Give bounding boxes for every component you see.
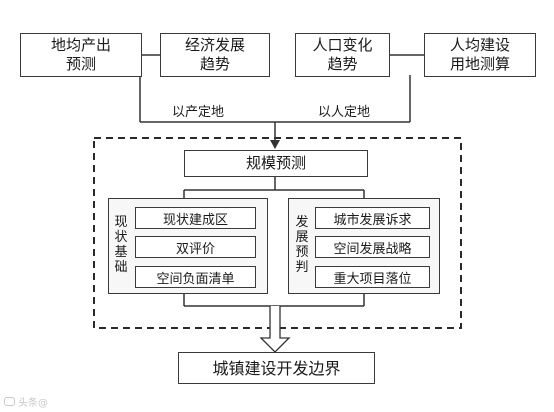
scale-forecast-box: 规模预测 — [184, 150, 368, 177]
input-box-economic-trend: 经济发展 趋势 — [160, 33, 270, 77]
watermark-text: 头条@ — [18, 398, 48, 409]
edge-label-right: 以人定地 — [318, 105, 371, 120]
basis-item-negative-list: 空间负面清单 — [135, 266, 256, 288]
basis-item-double-evaluation: 双评价 — [135, 236, 256, 258]
development-forecast-label: 发 展 预 判 — [295, 215, 309, 275]
basis-item-built-up: 现状建成区 — [135, 207, 256, 229]
dashed-boundary — [93, 137, 462, 329]
forecast-item-major-projects: 重大项目落位 — [315, 266, 430, 288]
edge-label-left: 以产定地 — [172, 105, 225, 120]
watermark: 头条@ — [4, 394, 48, 409]
input-box-land-output: 地均产出 预测 — [20, 33, 142, 77]
development-forecast-group: 发 展 预 判 城市发展诉求 空间发展战略 重大项目落位 — [288, 198, 440, 294]
forecast-item-spatial-strategy: 空间发展战略 — [315, 236, 430, 258]
input-box-population-trend: 人口变化 趋势 — [295, 33, 390, 77]
watermark-logo-icon — [4, 397, 15, 406]
output-box-urban-boundary: 城镇建设开发边界 — [178, 352, 375, 384]
input-box-per-capita-land: 人均建设 用地测算 — [424, 33, 536, 77]
current-basis-group: 现 状 基 础 现状建成区 双评价 空间负面清单 — [108, 198, 268, 294]
current-basis-label: 现 状 基 础 — [114, 215, 128, 275]
forecast-item-city-demand: 城市发展诉求 — [315, 207, 430, 229]
